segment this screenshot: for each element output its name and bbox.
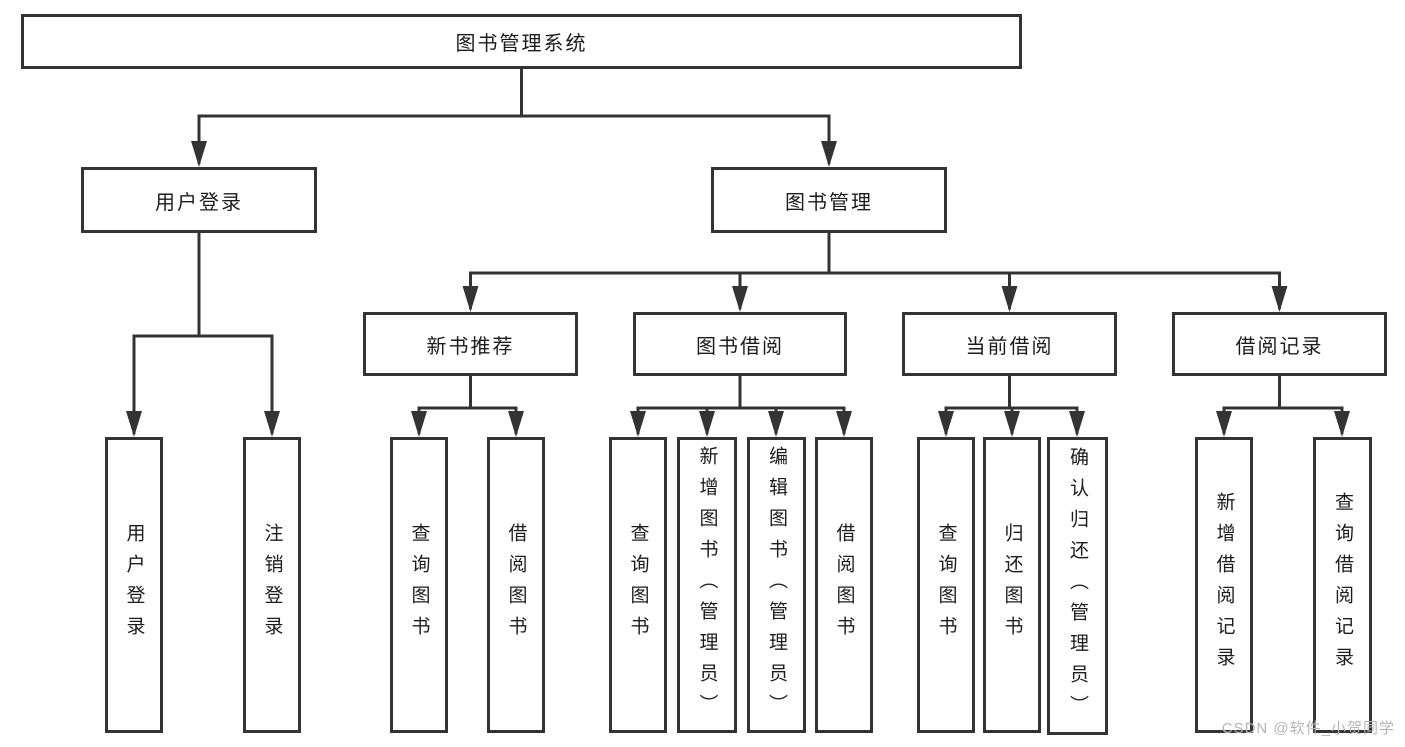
csdn-watermark: CSDN @软件_小贺同学 bbox=[1221, 720, 1395, 737]
leaf-newbooks-borrow: 借阅图书 bbox=[487, 437, 545, 733]
leaf-current-query: 查询图书 bbox=[917, 437, 975, 733]
connector-current-borrow-children bbox=[938, 376, 1085, 437]
leaf-borrow-edit-admin: 编辑图书（管理员） bbox=[747, 437, 806, 733]
connector-book-borrow-children bbox=[630, 376, 852, 437]
node-section-borrow-records: 借阅记录 bbox=[1172, 312, 1387, 376]
node-section-new-books: 新书推荐 bbox=[363, 312, 578, 376]
leaf-logout: 注销登录 bbox=[243, 437, 301, 733]
leaf-records-query: 查询借阅记录 bbox=[1313, 437, 1372, 733]
leaf-current-return: 归还图书 bbox=[983, 437, 1041, 733]
node-root: 图书管理系统 bbox=[21, 14, 1022, 69]
connector-user-login-children bbox=[126, 233, 280, 437]
node-section-current-borrow: 当前借阅 bbox=[902, 312, 1117, 376]
node-section-book-borrow: 图书借阅 bbox=[633, 312, 847, 376]
connector-borrow-records-children bbox=[1216, 376, 1350, 437]
leaf-borrow-borrow: 借阅图书 bbox=[815, 437, 873, 733]
leaf-current-confirm-admin: 确认归还（管理员） bbox=[1047, 437, 1108, 735]
leaf-borrow-query: 查询图书 bbox=[609, 437, 667, 733]
leaf-borrow-add-admin: 新增图书（管理员） bbox=[677, 437, 737, 733]
node-book-mgmt: 图书管理 bbox=[711, 167, 947, 233]
connector-new-books-children bbox=[411, 376, 524, 437]
connector-root-to-level2 bbox=[191, 69, 837, 167]
leaf-newbooks-query: 查询图书 bbox=[390, 437, 448, 733]
leaf-records-add: 新增借阅记录 bbox=[1195, 437, 1253, 733]
node-user-login: 用户登录 bbox=[81, 167, 317, 233]
connector-book-mgmt-sections bbox=[462, 233, 1288, 312]
leaf-user-login: 用户登录 bbox=[105, 437, 163, 733]
